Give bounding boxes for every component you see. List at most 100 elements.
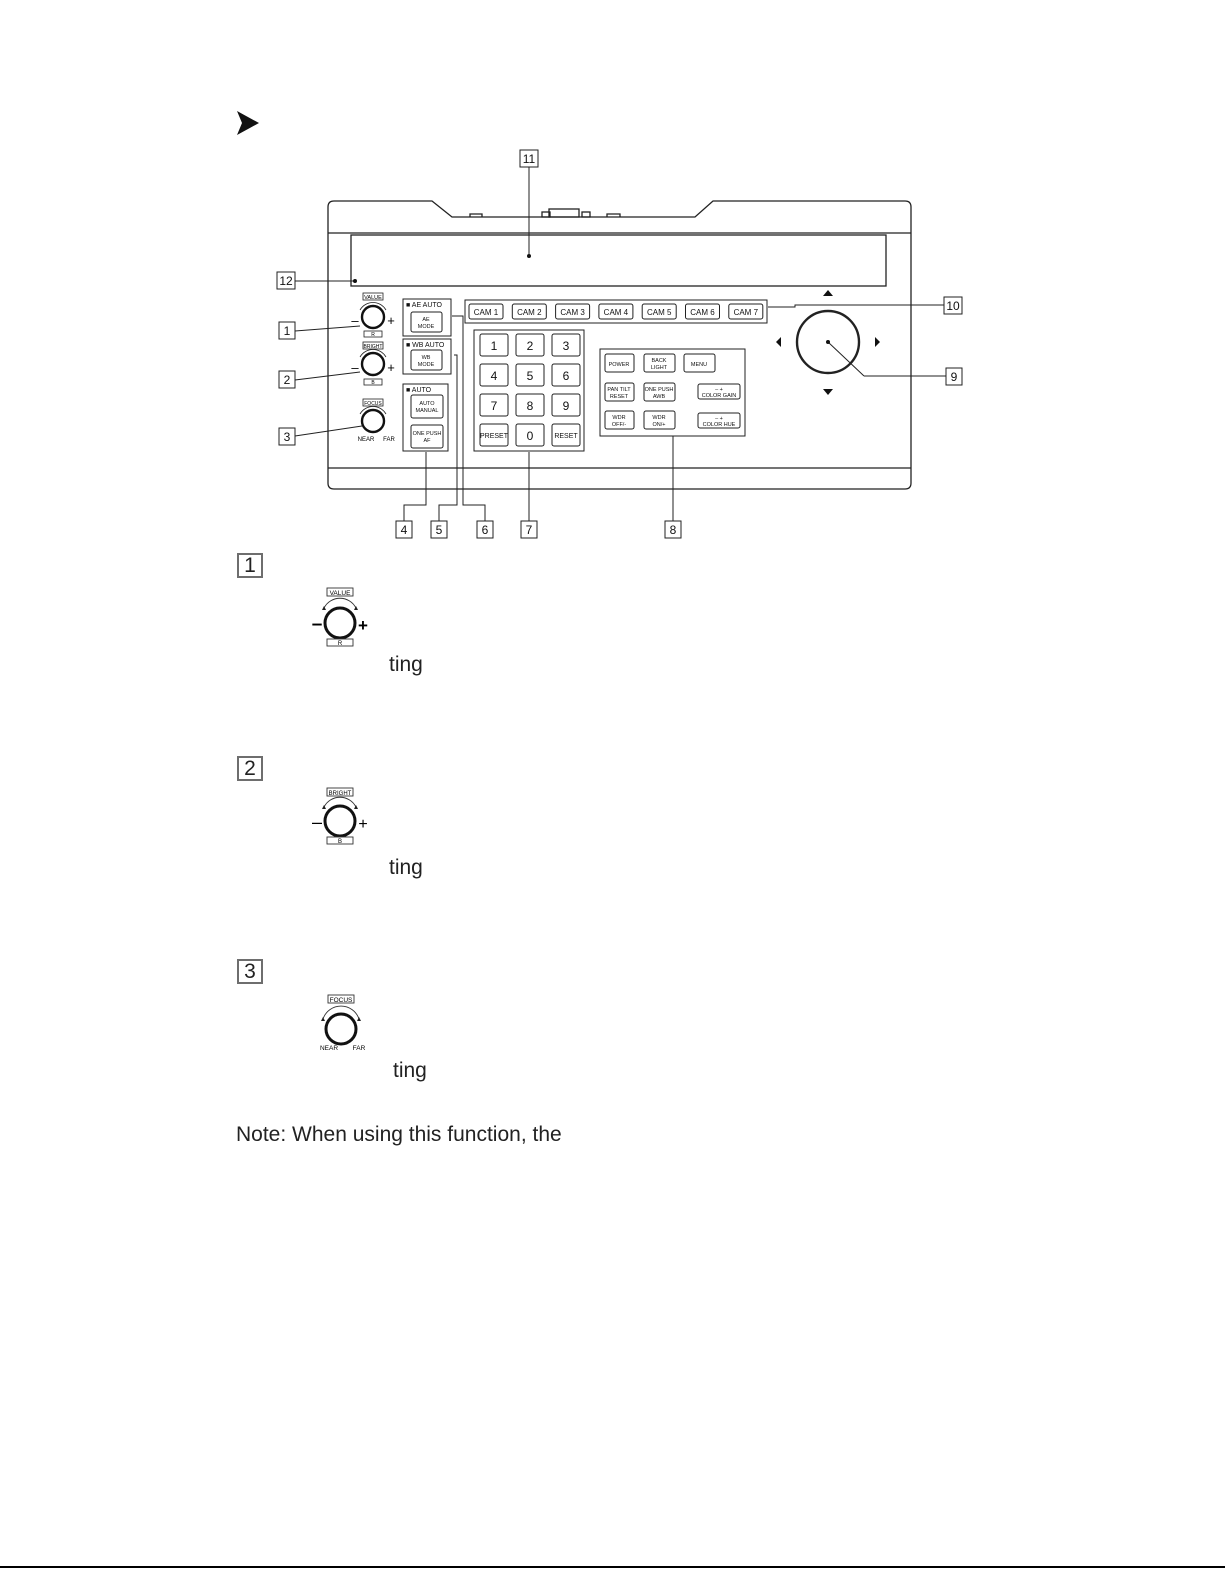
page-bottom-rule xyxy=(0,1566,1225,1568)
label-diagram-knobs-plus: + xyxy=(358,616,368,635)
keypad-key xyxy=(479,363,509,387)
label-diagram-knobs-focus_label: FOCUS xyxy=(364,401,382,407)
lcd-display xyxy=(350,234,887,287)
callout-12: 12 xyxy=(276,271,296,290)
callout-10: 10 xyxy=(943,296,963,315)
keypad-key xyxy=(479,333,509,357)
label-diagram-mode_groups-one_push_af-1: AF xyxy=(423,438,431,444)
label-diagram-function_buttons-menu: MENU xyxy=(691,362,707,368)
label-diagram-knobs-plus: + xyxy=(387,313,395,328)
label-diagram-knobs-minus: – xyxy=(312,812,322,832)
cam-1-button xyxy=(468,303,504,320)
label-diagram-function_buttons-color_gain-0: – + xyxy=(715,387,723,393)
cam-5-button xyxy=(641,303,677,320)
label-diagram-function_buttons-wdr_off-0: WDR xyxy=(612,415,625,421)
cam-4-button xyxy=(598,303,634,320)
keypad-key-label: 9 xyxy=(563,399,570,413)
label-diagram-function_buttons-back_light-0: BACK xyxy=(652,358,667,364)
keypad-key-label: PRESET xyxy=(480,433,509,440)
label-diagram-mode_groups-one_push_af-0: ONE PUSH xyxy=(413,431,442,437)
section-number-1: 1 xyxy=(237,553,263,578)
keypad-key-label: 0 xyxy=(527,429,534,443)
keypad-key-label: 2 xyxy=(527,339,534,353)
label-diagram-function_buttons-one_push_awb-0: ONE PUSH xyxy=(645,387,674,393)
label-diagram-function_buttons-wdr_on-0: WDR xyxy=(652,415,665,421)
value-knob-icon: VALUE – + R xyxy=(312,587,368,647)
callout-6: 6 xyxy=(476,520,494,539)
cam-3-button xyxy=(555,303,591,320)
cam-6-button xyxy=(685,303,720,320)
label-diagram-mode_groups-ae_mode-0: AE xyxy=(422,317,430,323)
label-diagram-function_buttons-wdr_off-1: OFF/- xyxy=(612,422,627,428)
cam-1-label: CAM 1 xyxy=(474,308,499,317)
section-number-3: 3 xyxy=(237,959,263,984)
label-diagram-mode_groups-auto_manual-1: MANUAL xyxy=(416,408,439,414)
label-diagram-mode_groups-wb_auto: ■ WB AUTO xyxy=(406,342,445,349)
callout-9: 9 xyxy=(945,367,963,386)
controller-diagram: 11 12 1 2 3 10 9 4 5 6 7 8 VALUE – + R B… xyxy=(276,149,963,539)
label-sections-2-near: NEAR xyxy=(320,1045,338,1052)
label-sections-1-knob_sub: B xyxy=(338,839,342,845)
label-diagram-mode_groups-ae_auto: ■ AE AUTO xyxy=(406,302,443,309)
section-3-text: ting xyxy=(393,1059,427,1082)
label-diagram-callouts-6: 7 xyxy=(526,523,533,537)
keypad-key xyxy=(515,333,545,357)
label-diagram-callouts-7: 8 xyxy=(670,523,677,537)
label-diagram-callouts-2: 3 xyxy=(284,430,291,444)
section-1-text: ting xyxy=(389,653,423,676)
section-number-2: 2 xyxy=(237,756,263,781)
keypad-key xyxy=(551,363,581,387)
back-light-button xyxy=(643,353,676,373)
label-diagram-knobs-value_label: VALUE xyxy=(364,295,382,301)
label-diagram-knobs-minus: – xyxy=(351,360,359,375)
keypad-key xyxy=(515,363,545,387)
keypad-key-label: 1 xyxy=(491,339,498,353)
label-diagram-knobs-value_sub: R xyxy=(371,332,375,338)
color-gain-button xyxy=(697,383,741,400)
cam-6-label: CAM 6 xyxy=(690,308,715,317)
label-diagram-mode_groups-auto: ■ AUTO xyxy=(406,387,432,394)
keypad-key xyxy=(479,423,509,447)
note-text: Note: When using this function, the xyxy=(236,1123,562,1146)
left-arrow-icon xyxy=(776,337,781,347)
cam-2-button xyxy=(511,303,547,320)
label-sections-0-knob_sub: R xyxy=(338,641,343,647)
wdr-off-button xyxy=(604,410,635,430)
keypad-key xyxy=(479,393,509,417)
callout-2: 2 xyxy=(278,370,296,389)
keypad-key-label: 3 xyxy=(563,339,570,353)
label-diagram-mode_groups-wb_mode-1: MODE xyxy=(418,362,435,368)
callout-7: 7 xyxy=(520,520,538,539)
one-push-awb-button xyxy=(643,382,676,402)
label-diagram-function_buttons-one_push_awb-1: AWB xyxy=(653,394,666,400)
label-diagram-function_buttons-pan_tilt_reset-1: RESET xyxy=(610,394,629,400)
label-diagram-function_buttons-wdr_on-1: ON/+ xyxy=(653,422,666,428)
label-diagram-function_buttons-color_hue-0: – + xyxy=(715,416,723,422)
label-diagram-knobs-bright_label: BRIGHT xyxy=(364,344,383,350)
keypad-key xyxy=(551,393,581,417)
label-sections-1-knob_label: BRIGHT xyxy=(329,791,352,797)
label-diagram-knobs-far_label: FAR xyxy=(383,437,395,443)
label-diagram-callouts-0: 1 xyxy=(284,324,291,338)
callout-5: 5 xyxy=(430,520,448,539)
cam-7-label: CAM 7 xyxy=(734,308,759,317)
label-diagram-mode_groups-wb_mode-0: WB xyxy=(422,355,431,361)
power-button xyxy=(604,353,635,373)
keypad-key-label: RESET xyxy=(554,433,578,440)
label-diagram-knobs-bright_sub: B xyxy=(371,380,375,386)
callout-3: 3 xyxy=(278,427,296,446)
label-diagram-callouts-3: 4 xyxy=(401,523,408,537)
cam-4-label: CAM 4 xyxy=(604,308,629,317)
right-arrow-icon xyxy=(875,337,880,347)
callout-11: 11 xyxy=(519,149,539,168)
label-diagram-callouts-11: 12 xyxy=(279,274,293,288)
label-diagram-function_buttons-pan_tilt_reset-0: PAN TILT xyxy=(607,387,631,393)
callout-1: 1 xyxy=(278,321,296,340)
label-diagram-knobs-plus: + xyxy=(387,360,395,375)
label-diagram-mode_groups-auto_manual-0: AUTO xyxy=(419,401,435,407)
label-diagram-function_buttons-color_gain-1: COLOR GAIN xyxy=(702,393,737,399)
keypad-key xyxy=(551,333,581,357)
bright-knob-icon: BRIGHT – + B xyxy=(312,787,368,845)
keypad-key-label: 6 xyxy=(563,369,570,383)
keypad-key xyxy=(515,393,545,417)
